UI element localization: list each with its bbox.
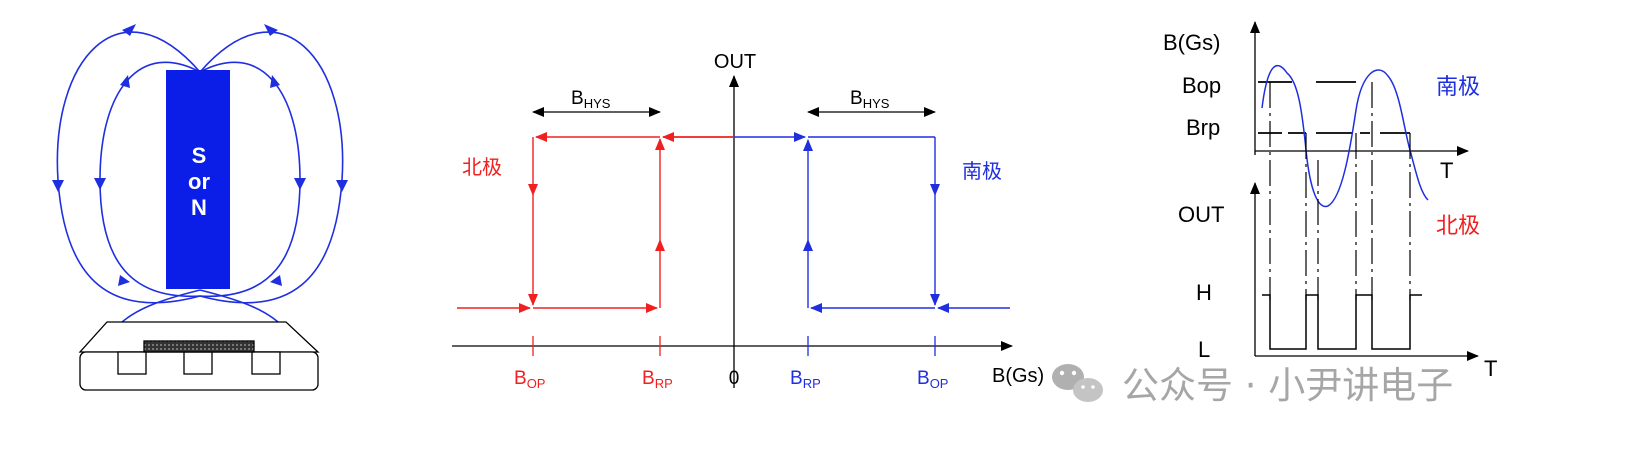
tick-label-bop-north: BOP bbox=[514, 368, 545, 391]
field-line-outer-left bbox=[56, 31, 201, 304]
hys-label-north: BHYS bbox=[571, 88, 611, 111]
wechat-icon bbox=[1052, 364, 1103, 402]
hall-sensor-package bbox=[78, 321, 320, 391]
magnet-label-s: S bbox=[192, 143, 207, 168]
timing-h-label: H bbox=[1196, 280, 1212, 305]
south-hysteresis-loop bbox=[734, 132, 1010, 313]
field-line-outer-right bbox=[199, 31, 344, 304]
timing-out-waveform bbox=[1262, 294, 1422, 350]
timing-l-label: L bbox=[1198, 337, 1210, 362]
timing-b-waveform bbox=[1261, 64, 1429, 208]
timing-south-label: 南极 bbox=[1436, 75, 1480, 100]
hys-zero-label: 0 bbox=[729, 368, 740, 389]
timing-north-label: 北极 bbox=[1436, 214, 1480, 239]
hys-y-axis-label: OUT bbox=[714, 51, 756, 73]
tick-label-brp-north: BRP bbox=[642, 368, 673, 391]
magnet-label-n: N bbox=[191, 195, 207, 220]
hysteresis-panel: OUT B(Gs) 0 BOP BRP BRP BOP bbox=[452, 51, 1044, 391]
timing-bop-label: Bop bbox=[1182, 73, 1221, 98]
tick-label-brp-south: BRP bbox=[790, 368, 821, 391]
magnet-bar bbox=[166, 70, 230, 289]
timing-out-label: OUT bbox=[1178, 202, 1224, 227]
watermark-text: 公众号 · 小尹讲电子 bbox=[1122, 364, 1453, 407]
timing-guides bbox=[1269, 82, 1411, 300]
hys-south-pole-label: 南极 bbox=[962, 159, 1002, 183]
magnet-field-panel: S or N bbox=[52, 24, 348, 391]
hys-north-pole-label: 北极 bbox=[462, 155, 502, 179]
north-hysteresis-loop bbox=[457, 132, 734, 313]
magnet-label-or: or bbox=[188, 169, 210, 194]
tick-label-bop-south: BOP bbox=[917, 368, 948, 391]
timing-t-label-bottom: T bbox=[1484, 356, 1497, 381]
hys-label-south: BHYS bbox=[850, 88, 890, 111]
timing-panel: B(Gs) Bop Brp T OUT H L T 南极 北极 bbox=[1163, 21, 1497, 381]
hys-x-axis-label: B(Gs) bbox=[992, 365, 1044, 387]
timing-b-axis-label: B(Gs) bbox=[1163, 30, 1220, 55]
watermark: 公众号 · 小尹讲电子 bbox=[1052, 364, 1453, 407]
timing-brp-label: Brp bbox=[1186, 115, 1220, 140]
timing-t-label-top: T bbox=[1440, 158, 1453, 183]
